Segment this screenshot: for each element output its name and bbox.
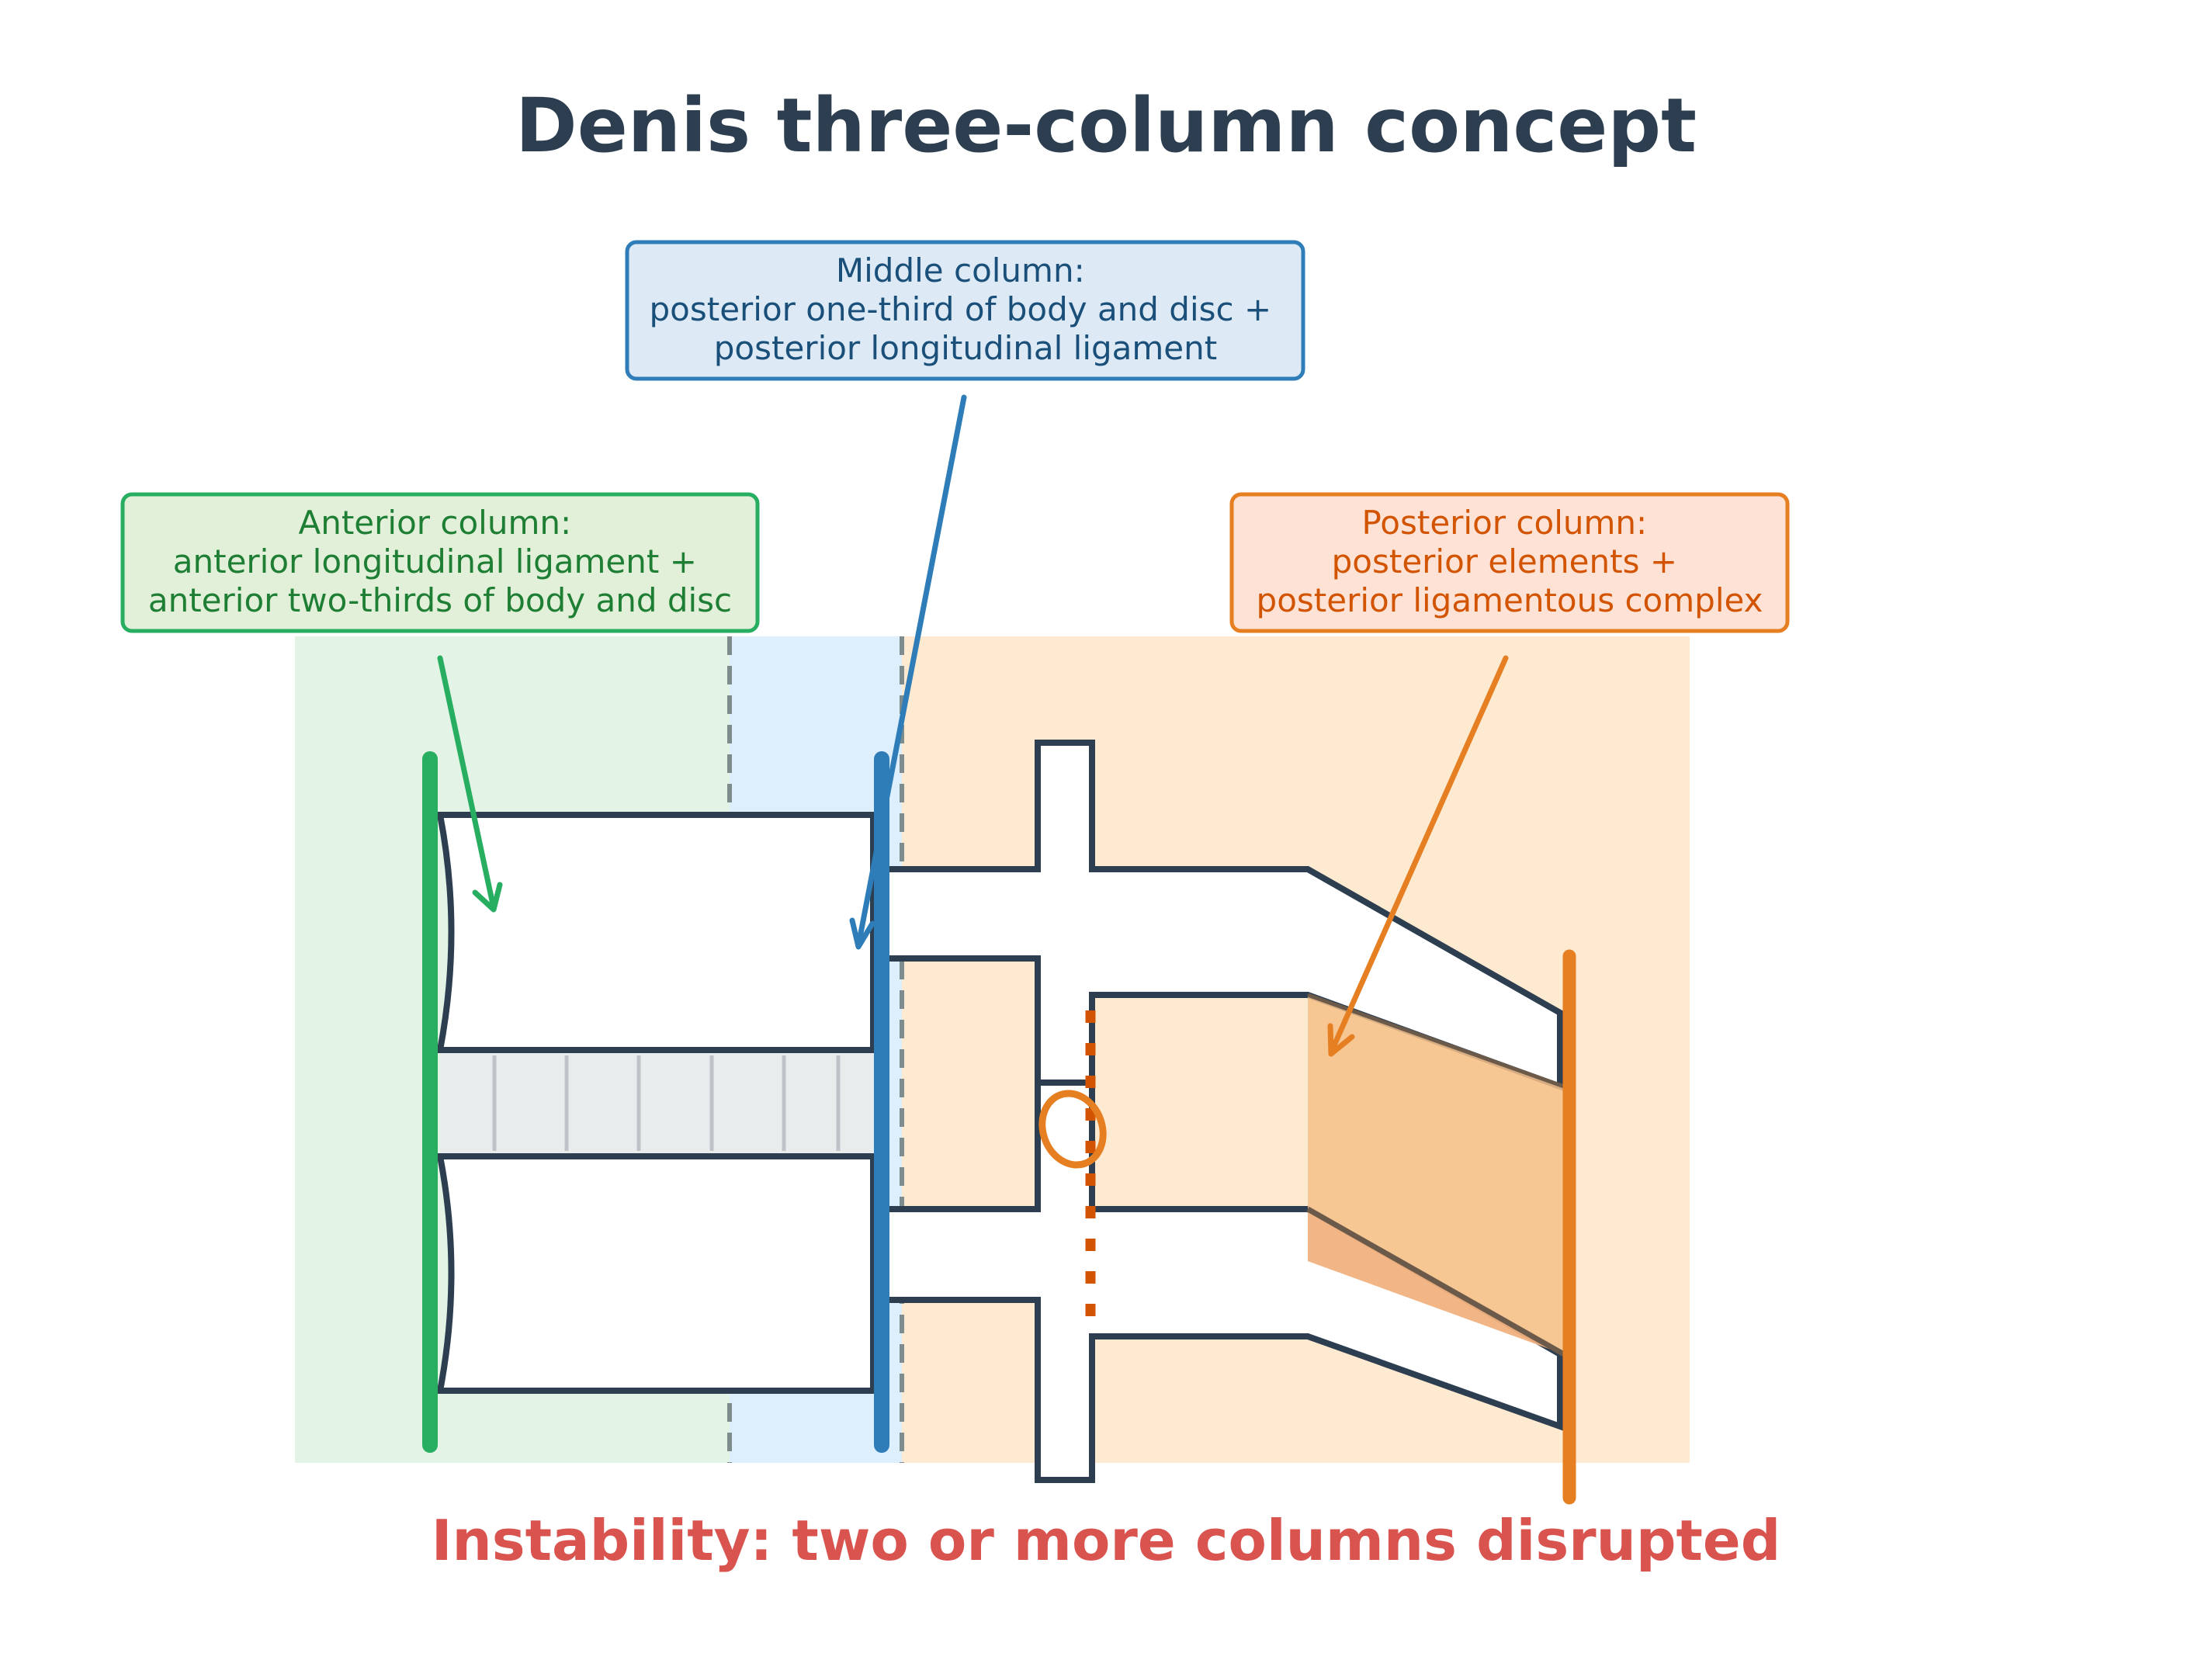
intervertebral-disc bbox=[440, 1050, 873, 1156]
diagram-title: Denis three-column concept bbox=[515, 82, 1697, 169]
posterior-label-text: Posterior column: posterior elements + p… bbox=[1257, 504, 1763, 619]
ligament-lower-edge bbox=[1306, 1206, 1565, 1357]
anterior-label-line-1: Anterior column: bbox=[298, 504, 571, 542]
anterior-label-text: Anterior column: anterior longitudinal l… bbox=[148, 504, 732, 619]
middle-column-label: Middle column: posterior one-third of bo… bbox=[625, 240, 1305, 381]
middle-label-box bbox=[625, 240, 1305, 381]
anterior-pointer-arrow bbox=[437, 655, 503, 913]
middle-label-line-1: Middle column: bbox=[836, 251, 1085, 289]
middle-label-line-2: posterior one-third of body and disc + bbox=[649, 290, 1271, 328]
lower-posterior-element bbox=[870, 1080, 1563, 1483]
facet-joint-oval bbox=[1038, 1090, 1107, 1169]
middle-label-text: Middle column: posterior one-third of bo… bbox=[649, 251, 1281, 367]
anterior-label-line-2: anterior longitudinal ligament + bbox=[173, 542, 697, 580]
posterior-label-line-3: posterior ligamentous complex bbox=[1257, 581, 1763, 619]
middle-pointer-arrow bbox=[849, 394, 967, 950]
posterior-column-label: Posterior column: posterior elements + p… bbox=[1229, 492, 1790, 633]
upper-vertebral-body bbox=[436, 812, 876, 1053]
posterior-label-line-1: Posterior column: bbox=[1361, 504, 1647, 542]
lower-vertebral-body bbox=[436, 1153, 876, 1394]
anterior-column-label: Anterior column: anterior longitudinal l… bbox=[120, 492, 760, 633]
posterior-label-box bbox=[1229, 492, 1790, 633]
anterior-label-line-3: anterior two-thirds of body and disc bbox=[148, 581, 732, 619]
posterior-pointer-arrow bbox=[1327, 655, 1509, 1057]
anterior-label-box bbox=[120, 492, 760, 633]
instability-footer: Instability: two or more columns disrupt… bbox=[432, 1508, 1781, 1573]
posterior-label-line-2: posterior elements + bbox=[1332, 542, 1677, 580]
middle-label-line-3: posterior longitudinal ligament bbox=[714, 329, 1217, 367]
disc-fiber-lines bbox=[492, 1055, 841, 1151]
